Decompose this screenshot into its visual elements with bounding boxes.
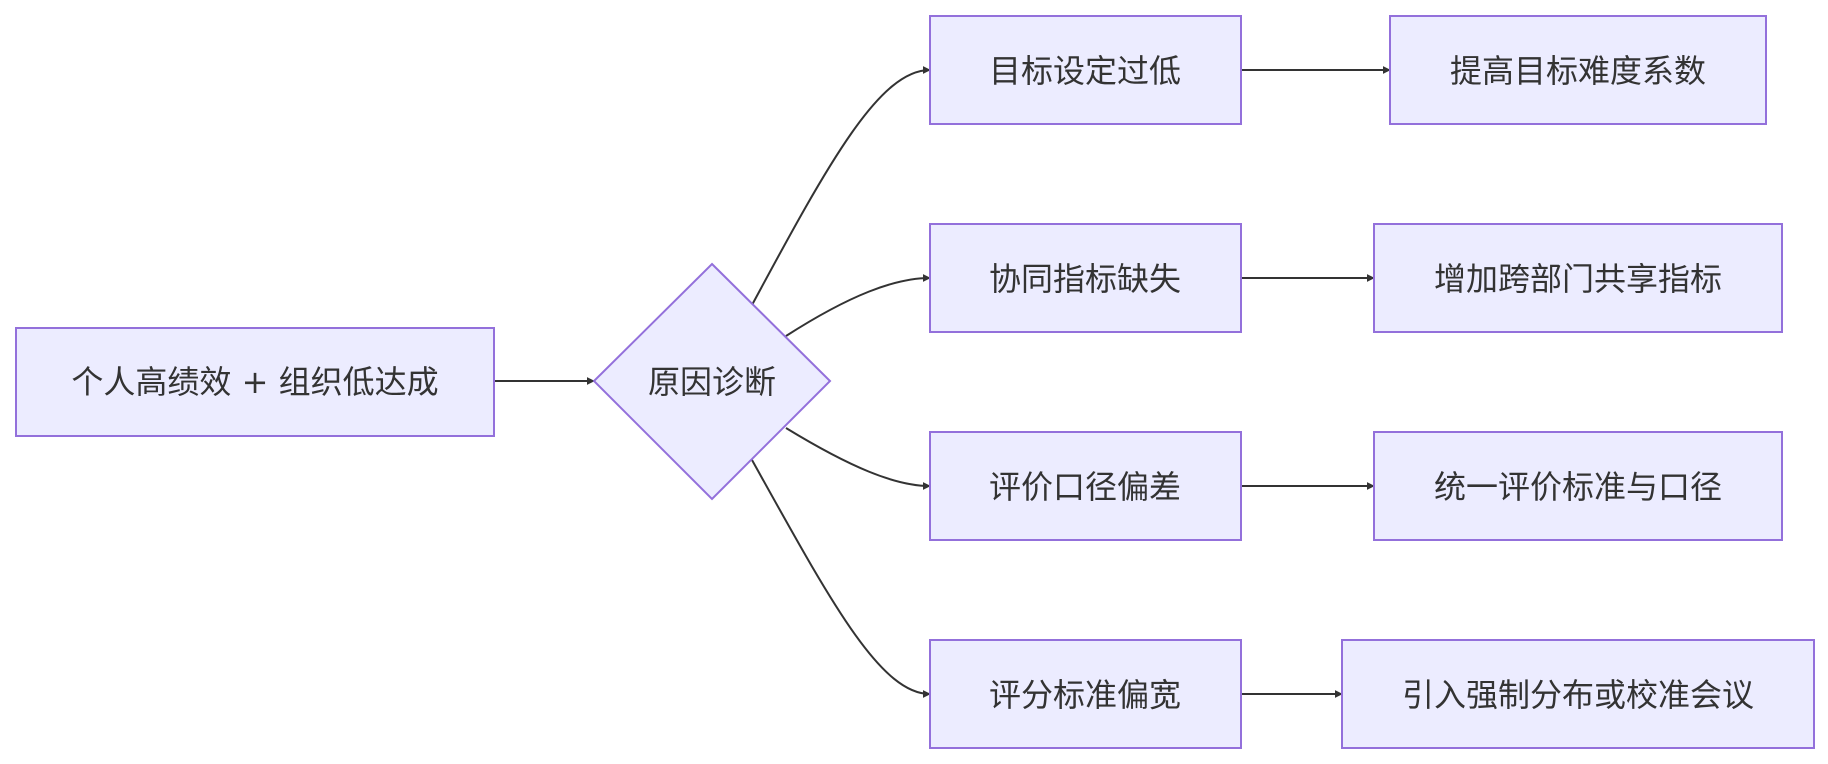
edges: [494, 66, 1391, 698]
cause-node-4-label: 评分标准偏宽: [989, 676, 1181, 714]
action-node-4: 引入强制分布或校准会议: [1341, 639, 1815, 749]
cause-node-2: 协同指标缺失: [929, 223, 1242, 333]
edge-decision-to-cause-4: [751, 459, 931, 698]
action-node-3: 统一评价标准与口径: [1373, 431, 1783, 541]
edge-decision-to-cause-1: [751, 66, 931, 306]
cause-node-3-label: 评价口径偏差: [989, 468, 1181, 506]
action-node-1-label: 提高目标难度系数: [1450, 52, 1706, 90]
edge-decision-to-cause-2: [785, 274, 931, 337]
start-node-label: 个人高绩效 + 组织低达成: [71, 363, 438, 401]
decision-node: 原因诊断: [592, 262, 832, 501]
cause-node-3: 评价口径偏差: [929, 431, 1242, 541]
cause-node-2-label: 协同指标缺失: [989, 260, 1181, 298]
cause-node-1-label: 目标设定过低: [989, 52, 1181, 90]
action-node-2: 增加跨部门共享指标: [1373, 223, 1783, 333]
cause-node-1: 目标设定过低: [929, 15, 1242, 125]
action-node-2-label: 增加跨部门共享指标: [1434, 260, 1722, 298]
action-node-3-label: 统一评价标准与口径: [1434, 468, 1722, 506]
cause-node-4: 评分标准偏宽: [929, 639, 1242, 749]
action-node-4-label: 引入强制分布或校准会议: [1402, 676, 1754, 714]
decision-node-label: 原因诊断: [648, 363, 776, 401]
edge-decision-to-cause-3: [785, 427, 931, 490]
start-node: 个人高绩效 + 组织低达成: [15, 327, 495, 437]
action-node-1: 提高目标难度系数: [1389, 15, 1767, 125]
